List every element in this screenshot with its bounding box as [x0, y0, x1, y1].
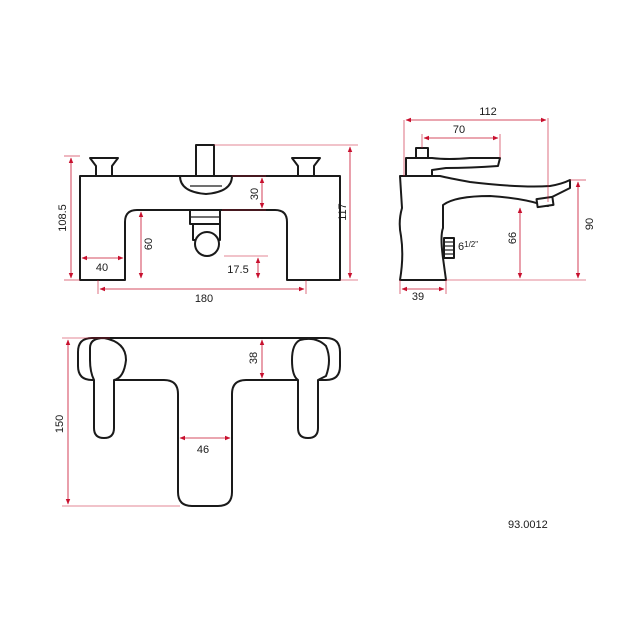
dim-front-width-label: 180 — [195, 293, 213, 305]
front-left-handle — [89, 157, 119, 177]
dim-plan-spout-label: 46 — [197, 444, 209, 456]
dim-plan-depth: 150 — [54, 337, 180, 507]
dim-front-diverter-label: 30 — [249, 188, 261, 200]
dim-plan-handle-label: 38 — [248, 352, 260, 364]
front-outlet — [189, 209, 221, 257]
dim-front-leg-label: 40 — [96, 262, 108, 274]
front-diverter — [179, 144, 233, 195]
product-code: 93.0012 — [508, 519, 548, 531]
side-thread: 61/2" — [443, 237, 478, 259]
dim-front-height: 108.5 — [57, 155, 80, 281]
plan-left-lever — [89, 337, 127, 439]
dim-side-handle-reach: 70 — [421, 124, 501, 158]
front-body — [79, 175, 341, 281]
dim-side-depth-label: 39 — [412, 291, 424, 303]
dim-front-height-label: 108.5 — [57, 204, 69, 232]
dim-side-reach: 112 — [403, 106, 549, 202]
plan-view: 150 38 46 — [54, 337, 341, 507]
dim-front-clearance-label: 60 — [143, 238, 155, 250]
dim-plan-handle: 38 — [248, 339, 265, 379]
dim-side-reach-label: 112 — [479, 106, 497, 118]
dim-side-handle-reach-label: 70 — [453, 124, 465, 136]
dim-front-diverter: 30 — [222, 175, 266, 211]
dim-plan-depth-label: 150 — [54, 415, 66, 433]
side-view: 61/2" 112 70 90 66 — [398, 106, 596, 303]
dim-plan-spout: 46 — [179, 435, 231, 456]
dim-front-width: 180 — [97, 280, 307, 305]
front-view: 108.5 117 40 60 30 17.5 — [57, 144, 358, 305]
side-spout-tip — [535, 195, 555, 209]
dim-front-outlet-label: 17.5 — [227, 264, 248, 276]
dim-side-spout-height: 66 — [507, 207, 523, 279]
dim-side-height-label: 90 — [584, 218, 596, 230]
dim-side-depth: 39 — [399, 280, 447, 303]
dim-side-thread-label: 61/2" — [458, 240, 478, 253]
dim-front-leg: 40 — [81, 255, 124, 274]
dim-side-spout-height-label: 66 — [507, 232, 519, 244]
dim-front-total-height-label: 117 — [337, 203, 349, 221]
front-right-handle — [291, 157, 321, 177]
dim-side-height: 90 — [446, 179, 596, 281]
side-body — [398, 175, 571, 281]
plan-body — [77, 337, 341, 507]
side-handle — [405, 147, 501, 177]
plan-right-lever — [291, 337, 330, 439]
dim-front-total-height: 117 — [214, 144, 358, 281]
dim-front-outlet: 17.5 — [224, 255, 268, 279]
dim-front-clearance: 60 — [138, 211, 155, 279]
